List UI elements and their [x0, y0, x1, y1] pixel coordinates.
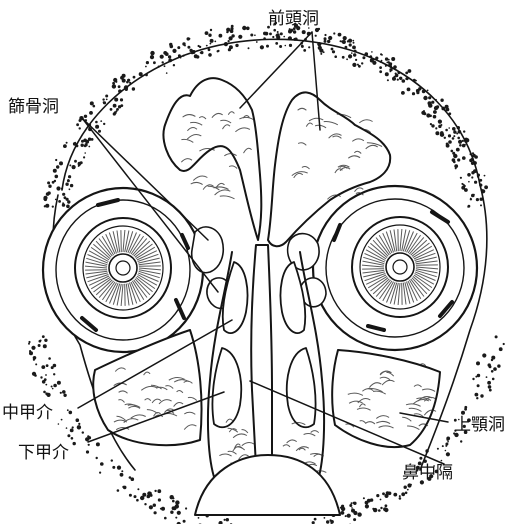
palate-arch [195, 455, 340, 515]
label-maxillary-sinus: 上顎洞 [454, 415, 505, 435]
label-ethmoid-sinus: 篩骨洞 [8, 97, 59, 117]
label-nasal-septum: 鼻中隔 [402, 463, 453, 483]
label-middle-turbinate: 中甲介 [2, 403, 53, 423]
label-inferior-turbinate: 下甲介 [18, 443, 69, 463]
right-orbit [313, 186, 477, 350]
label-frontal-sinus: 前頭洞 [268, 9, 319, 29]
